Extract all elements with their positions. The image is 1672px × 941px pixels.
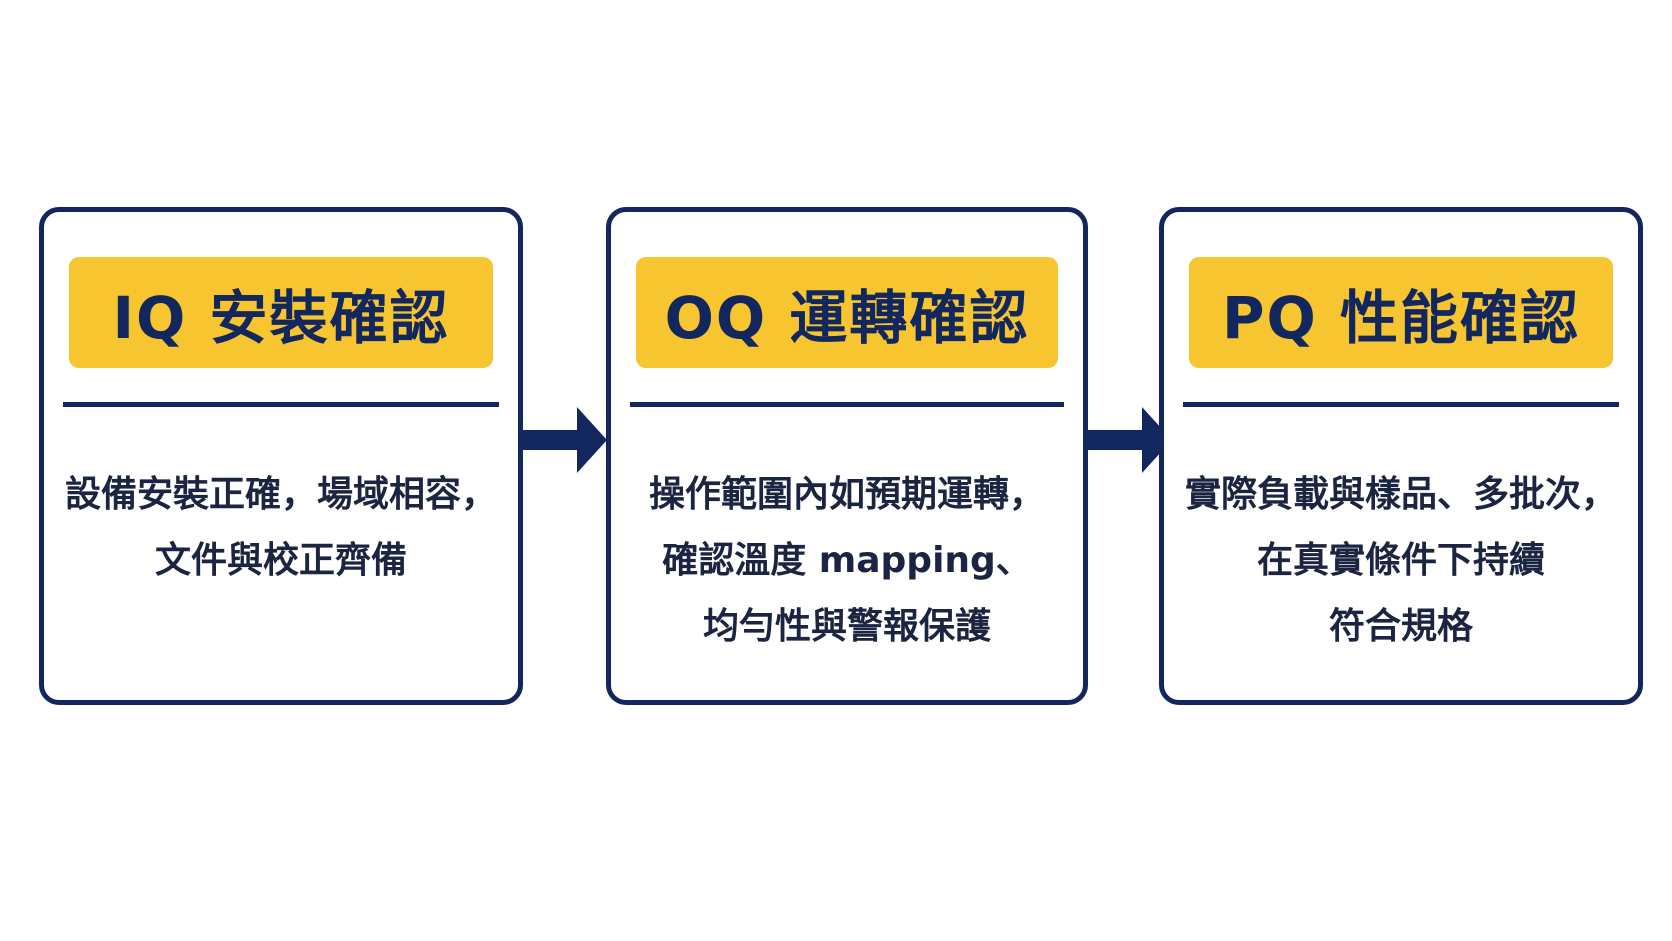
step-title-bar: IQ 安裝確認: [69, 257, 493, 368]
arrow-right-icon: [1086, 407, 1172, 473]
description-line: 操作範圍內如預期運轉，: [648, 474, 1045, 515]
arrow-right-icon: [521, 407, 607, 473]
step-title-bar: PQ 性能確認: [1189, 257, 1613, 368]
description-line: 確認溫度 mapping、: [662, 540, 1032, 581]
step-description: 設備安裝正確，場域相容， 文件與校正齊備: [54, 462, 508, 594]
step-title-bar: OQ 運轉確認: [636, 257, 1058, 368]
description-line: 均勻性與警報保護: [702, 606, 991, 647]
description-line: 實際負載與樣品、多批次，: [1184, 474, 1617, 515]
description-line: 設備安裝正確，場域相容，: [64, 474, 497, 515]
step-title: IQ 安裝確認: [112, 283, 450, 352]
step-title: OQ 運轉確認: [664, 283, 1030, 352]
step-description: 實際負載與樣品、多批次， 在真實條件下持續 符合規格: [1174, 462, 1628, 660]
divider-line: [1183, 402, 1619, 407]
step-card-oq: OQ 運轉確認 操作範圍內如預期運轉， 確認溫度 mapping、 均勻性與警報…: [606, 207, 1088, 705]
step-card-iq: IQ 安裝確認 設備安裝正確，場域相容， 文件與校正齊備: [39, 207, 523, 705]
step-title: PQ 性能確認: [1221, 283, 1580, 352]
description-line: 在真實條件下持續: [1256, 540, 1545, 581]
divider-line: [63, 402, 499, 407]
step-description: 操作範圍內如預期運轉， 確認溫度 mapping、 均勻性與警報保護: [621, 462, 1073, 660]
divider-line: [630, 402, 1064, 407]
description-line: 文件與校正齊備: [154, 540, 407, 581]
description-line: 符合規格: [1328, 606, 1473, 647]
step-card-pq: PQ 性能確認 實際負載與樣品、多批次， 在真實條件下持續 符合規格: [1159, 207, 1643, 705]
